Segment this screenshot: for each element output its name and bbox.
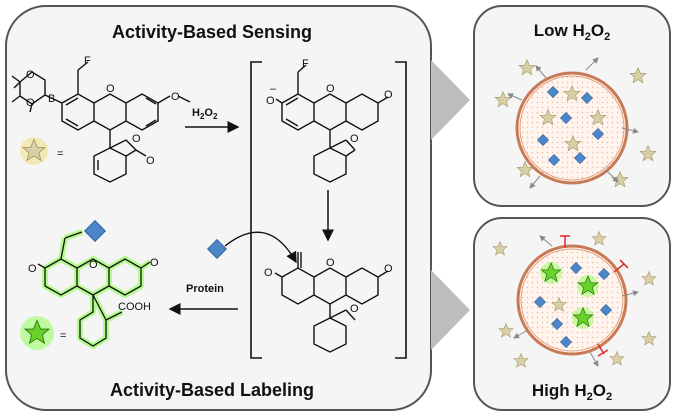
high-diffusion-arrows xyxy=(513,235,639,367)
atom-O-probe-6: O xyxy=(146,155,155,167)
protein-label: Protein xyxy=(186,283,224,295)
top-title: Activity-Based Sensing xyxy=(112,22,312,42)
cell-low xyxy=(515,71,629,185)
phenolate-intermediate xyxy=(275,64,389,183)
star-legend-top: = xyxy=(20,137,63,165)
atom-O-product-3: O xyxy=(150,257,159,269)
atom-B-probe: B xyxy=(48,93,55,105)
low-h2o2-panel: Low H2O2 xyxy=(473,5,671,207)
low-h2o2-title: Low H2O2 xyxy=(534,21,610,43)
cooh-label: COOH xyxy=(118,301,151,313)
cell-high xyxy=(516,244,628,356)
atom-O-int-3: O xyxy=(384,89,393,101)
equals-sign-bottom: = xyxy=(60,330,66,342)
atom-O-probe-2: O xyxy=(26,97,35,109)
atom-O-int-4: O xyxy=(350,133,359,145)
connector-wedge-top xyxy=(431,60,470,140)
bracket-left xyxy=(250,61,262,359)
high-h2o2-title: High H2O2 xyxy=(532,381,612,403)
protein-attack-arrow xyxy=(224,231,297,264)
minus-charge: – xyxy=(270,83,277,95)
atom-F-intermediate: F xyxy=(302,58,309,70)
atom-O-probe-1: O xyxy=(26,69,35,81)
atom-O-probe-3: O xyxy=(106,83,115,95)
green-star-legend: = xyxy=(20,316,66,350)
atom-O-probe-5: O xyxy=(132,133,141,145)
labeled-product xyxy=(37,220,152,349)
atom-O-phenolate: O xyxy=(266,95,275,107)
atom-O-qm-1: O xyxy=(264,267,273,279)
high-inside-items xyxy=(534,262,612,348)
left-panel: Activity-Based Sensing Activity-Based La… xyxy=(5,5,470,411)
equals-sign-top: = xyxy=(57,148,63,160)
connector-wedge-bottom xyxy=(431,270,470,350)
atom-O-qm-4: O xyxy=(350,303,359,315)
quinone-methide xyxy=(274,252,389,353)
atom-O-int-2: O xyxy=(326,83,335,95)
blocked-exit-markers xyxy=(560,235,629,357)
probe-molecule xyxy=(11,61,191,183)
high-h2o2-panel: High H2O2 xyxy=(473,217,671,411)
reagent-label: H2O2 xyxy=(192,107,218,121)
atom-F-probe: F xyxy=(84,55,91,67)
atom-O-product-1: O xyxy=(28,263,37,275)
atom-O-qm-3: O xyxy=(384,263,393,275)
atom-O-probe-4: O xyxy=(171,91,180,103)
low-diffusion-arrows xyxy=(507,57,639,189)
atom-O-product-2: O xyxy=(89,259,98,271)
bracket-right xyxy=(395,61,407,359)
atom-O-qm-2: O xyxy=(326,257,335,269)
bottom-title: Activity-Based Labeling xyxy=(110,380,314,400)
